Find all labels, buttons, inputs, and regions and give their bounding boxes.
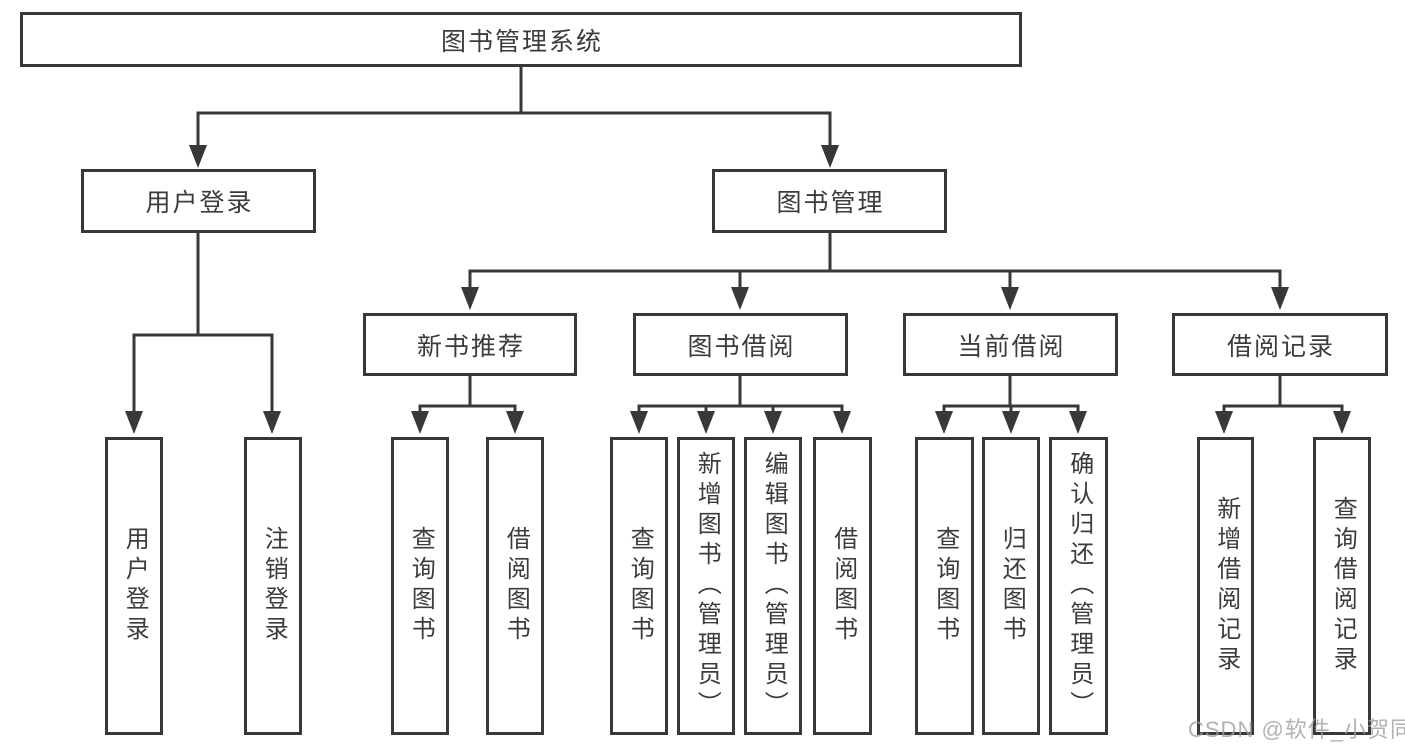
- node-label: 用户登录: [145, 189, 254, 217]
- leaf-user-login: 用户登录: [105, 437, 163, 735]
- connector-current-borrow-children: [935, 374, 1087, 434]
- leaf-cb-confirm-return-admin: 确认归还（管理员）: [1049, 437, 1108, 735]
- connector-book-mgmt-children: [461, 231, 1289, 310]
- connector-root-to-level2: [189, 65, 839, 168]
- leaf-bb-edit-books-admin: 编辑图书（管理员）: [744, 437, 802, 735]
- leaf-logout: 注销登录: [244, 437, 302, 735]
- node-root: 图书管理系统: [20, 12, 1022, 67]
- connector-book-borrow-children: [630, 374, 851, 434]
- node-label: 查询图书: [626, 526, 654, 646]
- node-label: 借阅图书: [502, 526, 530, 646]
- node-label: 图书管理: [776, 189, 885, 217]
- leaf-br-add-record: 新增借阅记录: [1197, 437, 1254, 735]
- node-label: 图书借阅: [687, 332, 796, 361]
- connector-new-books-children: [411, 374, 524, 434]
- node-label: 编辑图书（管理员）: [760, 451, 788, 721]
- node-label: 查询图书: [931, 526, 959, 646]
- leaf-bb-query-books: 查询图书: [610, 437, 668, 735]
- node-new-books: 新书推荐: [363, 313, 577, 376]
- leaf-br-query-record: 查询借阅记录: [1313, 437, 1371, 735]
- node-book-borrow: 图书借阅: [633, 313, 848, 376]
- leaf-bb-borrow-books: 借阅图书: [813, 437, 872, 735]
- leaf-nb-query-books: 查询图书: [391, 437, 449, 735]
- node-label: 查询借阅记录: [1329, 496, 1357, 676]
- node-book-mgmt: 图书管理: [712, 169, 947, 233]
- node-label: 当前借阅: [957, 332, 1066, 361]
- watermark: CSDN @软件_小贺同学: [1188, 717, 1405, 742]
- node-borrow-records: 借阅记录: [1172, 313, 1388, 376]
- node-label: 确认归还（管理员）: [1065, 451, 1093, 721]
- leaf-nb-borrow-books: 借阅图书: [486, 437, 544, 735]
- node-label: 查询图书: [407, 526, 435, 646]
- node-label: 借阅图书: [829, 526, 857, 646]
- node-label: 注销登录: [260, 526, 288, 646]
- node-label: 图书管理系统: [440, 27, 603, 56]
- node-label: 新书推荐: [416, 332, 525, 361]
- node-label: 借阅记录: [1226, 332, 1335, 361]
- node-label: 新增图书（管理员）: [693, 451, 721, 721]
- node-current-borrow: 当前借阅: [903, 313, 1118, 376]
- leaf-cb-return-books: 归还图书: [982, 437, 1040, 735]
- connector-borrow-records-children: [1215, 374, 1351, 434]
- leaf-bb-add-books-admin: 新增图书（管理员）: [677, 437, 735, 735]
- node-label: 归还图书: [998, 526, 1026, 646]
- node-label: 用户登录: [121, 526, 149, 646]
- node-user-login: 用户登录: [81, 169, 316, 233]
- connector-user-login-children: [125, 231, 281, 434]
- leaf-cb-query-books: 查询图书: [915, 437, 974, 735]
- node-label: 新增借阅记录: [1212, 496, 1240, 676]
